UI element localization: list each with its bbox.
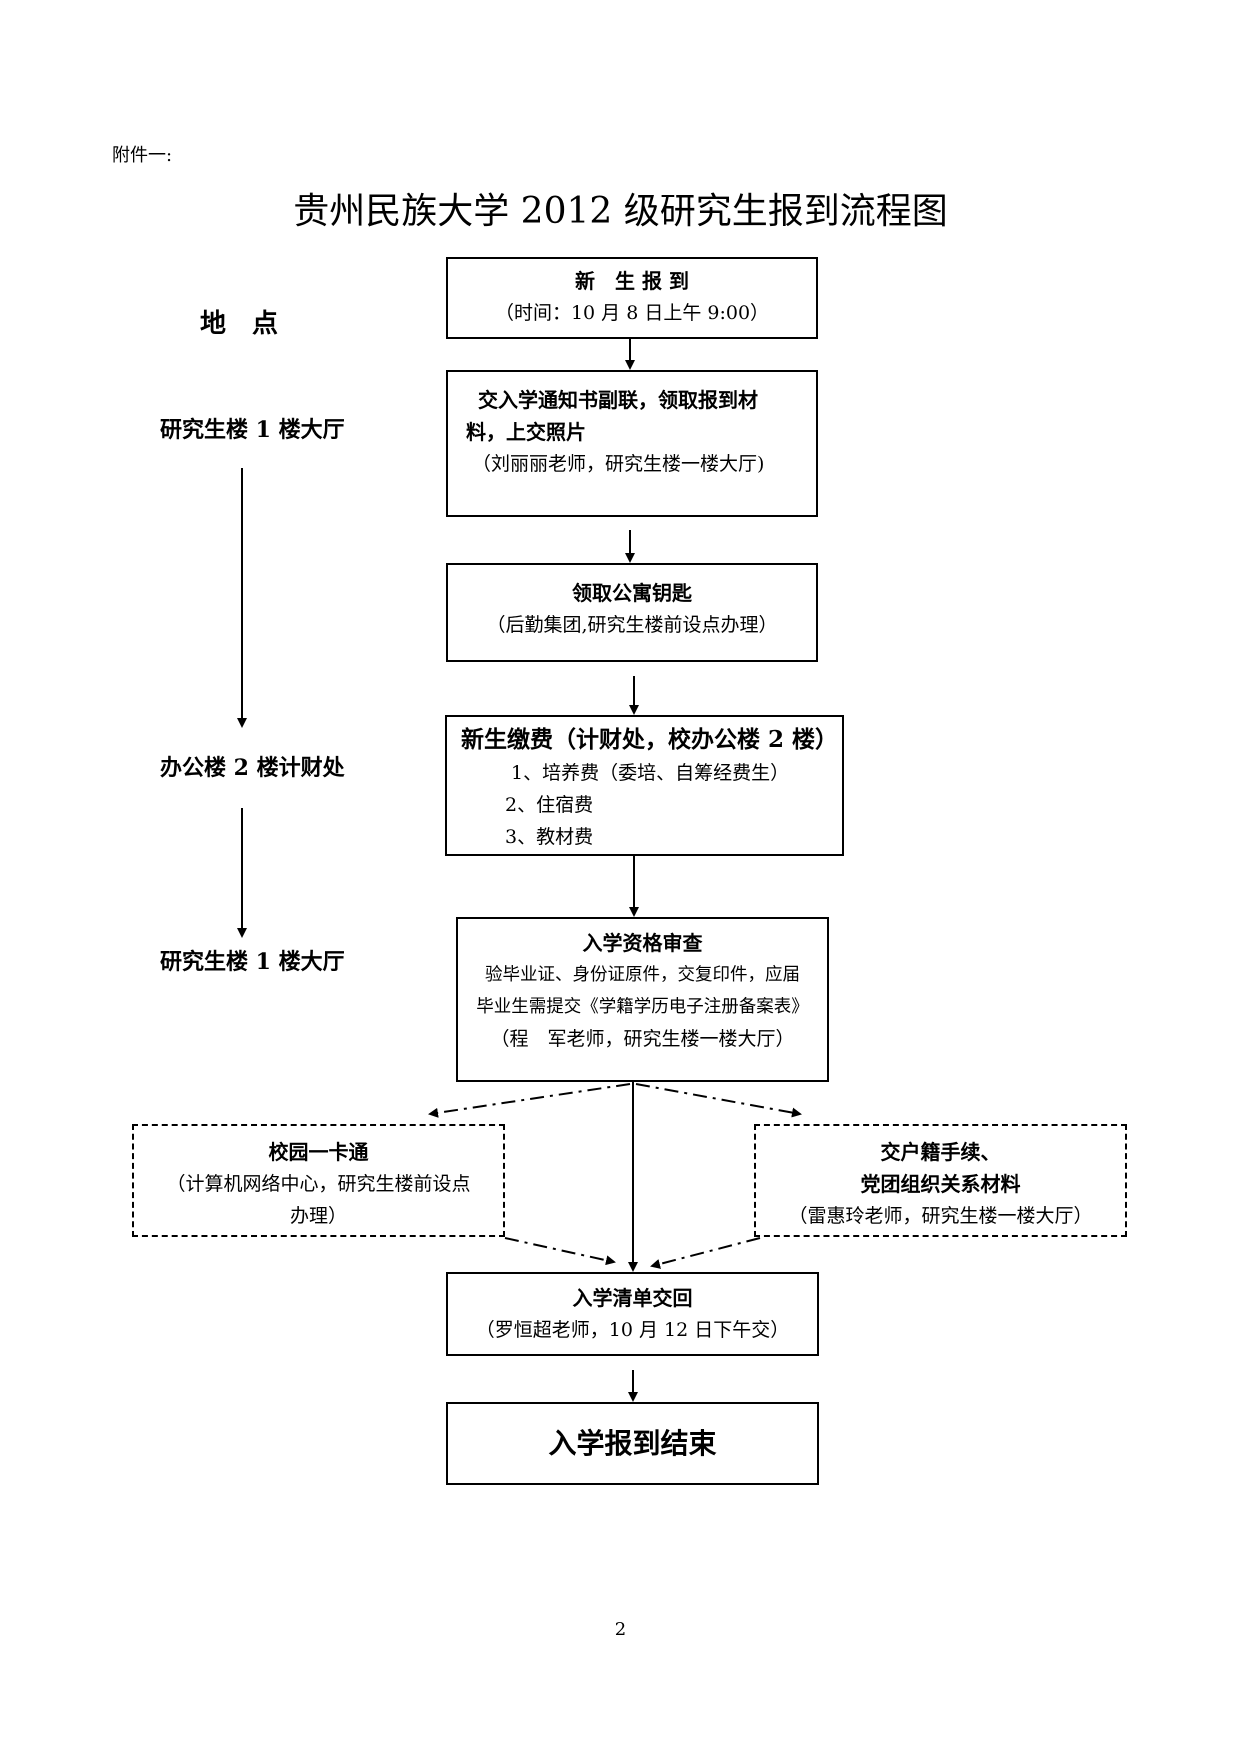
step-2-line1: 交入学通知书副联，领取报到材: [458, 388, 758, 412]
branch-to-campus-card: [428, 1083, 631, 1118]
step-return-checklist: 入学清单交回 （罗恒超老师，10 月 12 日下午交）: [446, 1272, 819, 1356]
page-number: 2: [614, 1619, 627, 1640]
step-4-item1: 1、培养费（委培、自筹经费生）: [511, 762, 790, 784]
step-7-title: 交户籍手续、: [880, 1140, 1001, 1164]
step-2-sub: （刘丽丽老师，研究生楼一楼大厅): [472, 453, 765, 475]
location-header: 地 点: [200, 309, 279, 339]
location-1: 研究生楼 1 楼大厅: [160, 417, 345, 443]
step-5-title: 入学资格审查: [582, 931, 703, 955]
step-5-line1: 验毕业证、身份证原件，交复印件，应届: [485, 965, 800, 985]
step-registration-end: 入学报到结束: [446, 1402, 819, 1485]
step-8-sub: （罗恒超老师，10 月 12 日下午交）: [475, 1319, 790, 1341]
step-9-title: 入学报到结束: [548, 1427, 717, 1460]
step-2-line2: 料，上交照片: [466, 420, 586, 444]
step-eligibility-review: 入学资格审查 验毕业证、身份证原件，交复印件，应届 毕业生需提交《学籍学历电子注…: [456, 917, 829, 1082]
step-6-line1: （计算机网络中心，研究生楼前设点: [166, 1173, 471, 1195]
step-4-item3: 3、教材费: [505, 826, 594, 848]
step-3-title: 领取公寓钥匙: [572, 581, 692, 605]
page-title: 贵州民族大学 2012 级研究生报到流程图: [293, 191, 948, 232]
step-5-line2: 毕业生需提交《学籍学历电子注册备案表》: [476, 997, 809, 1017]
step-apartment-key: 领取公寓钥匙 （后勤集团,研究生楼前设点办理）: [446, 563, 818, 662]
step-8-title: 入学清单交回: [572, 1286, 693, 1310]
step-7-sub: （雷惠玲老师，研究生楼一楼大厅）: [788, 1205, 1093, 1227]
step-4-title: 新生缴费（计财处，校办公楼 2 楼）: [461, 726, 839, 753]
location-2: 办公楼 2 楼计财处: [160, 755, 345, 781]
step-1-time: （时间：10 月 8 日上午 9:00）: [494, 302, 770, 324]
step-1-title: 新 生 报 到: [575, 269, 689, 293]
step-3-sub: （后勤集团,研究生楼前设点办理）: [486, 614, 778, 636]
step-5-line3: （程 军老师，研究生楼一楼大厅）: [490, 1028, 795, 1050]
attachment-label: 附件一:: [112, 145, 173, 166]
step-household-registration: 交户籍手续、 党团组织关系材料 （雷惠玲老师，研究生楼一楼大厅）: [754, 1124, 1127, 1237]
step-pay-fees: 新生缴费（计财处，校办公楼 2 楼） 1、培养费（委培、自筹经费生） 2、住宿费…: [445, 715, 844, 856]
merge-from-household: [650, 1237, 761, 1269]
step-6-line2: 办理）: [289, 1205, 347, 1227]
merge-from-campus-card: [504, 1237, 616, 1266]
step-new-student-report: 新 生 报 到 （时间：10 月 8 日上午 9:00）: [446, 257, 818, 339]
step-6-title: 校园一卡通: [268, 1140, 369, 1164]
step-submit-notice: 交入学通知书副联，领取报到材 料，上交照片 （刘丽丽老师，研究生楼一楼大厅): [446, 370, 818, 517]
step-4-item2: 2、住宿费: [505, 794, 594, 816]
step-7-title2: 党团组织关系材料: [860, 1172, 1021, 1196]
branch-to-household: [635, 1083, 802, 1118]
step-campus-card: 校园一卡通 （计算机网络中心，研究生楼前设点 办理）: [132, 1124, 505, 1237]
location-3: 研究生楼 1 楼大厅: [160, 949, 345, 975]
